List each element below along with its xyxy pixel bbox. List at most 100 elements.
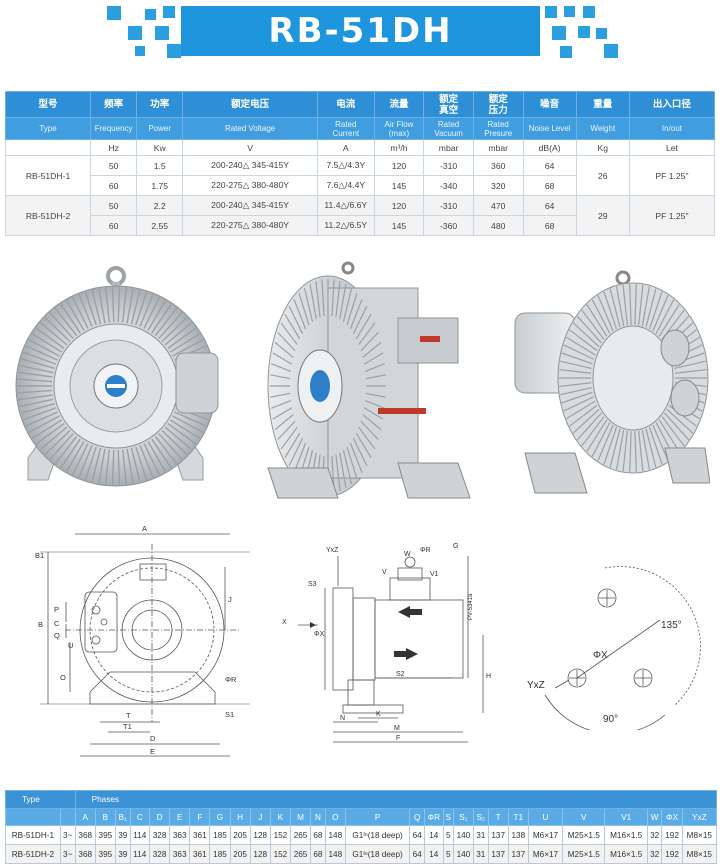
dim-label-yxz: YxZ	[326, 547, 339, 554]
dims-col-header: D	[148, 808, 171, 826]
dims-value-cell: 395	[94, 844, 116, 864]
title-banner: RB-51DH	[0, 0, 720, 80]
spec-cell-voltage: 220-275△ 380-480Y	[182, 175, 318, 196]
spec-cell-vacuum: -310	[423, 195, 474, 216]
dim-label-f: F	[396, 735, 400, 742]
dim-label-u: U	[68, 641, 73, 650]
dims-value-cell: 68	[310, 825, 326, 845]
spec-cell-voltage: 220-275△ 380-480Y	[182, 215, 318, 236]
dim-label-b1: B1	[35, 551, 44, 560]
dims-type-cell: RB-51DH-2	[5, 844, 61, 864]
dims-col-header: O	[324, 808, 346, 826]
dims-value-cell: 39	[114, 844, 131, 864]
dim-label-t1: T1	[123, 722, 132, 731]
dim-label-v1: V1	[430, 571, 439, 578]
dims-value-cell: 328	[148, 825, 171, 845]
dims-value-cell: M25×1.5	[562, 825, 606, 845]
dim-label-p: P	[54, 605, 59, 614]
dims-phases-cell: 3~	[59, 825, 76, 845]
spec-header-cn-0: 型号	[4, 91, 92, 118]
spec-header-en-2: Power	[136, 117, 184, 140]
unit-cell-8: dB(A)	[522, 139, 577, 156]
dims-value-cell: 128	[249, 844, 271, 864]
decor-pixel	[583, 6, 595, 18]
dim-label-s3: S3	[308, 581, 317, 588]
dims-type-header: Type	[5, 790, 76, 809]
spec-cell-power: 1.75	[136, 175, 184, 196]
dims-value-cell: G1ᴵⁿ(18 deep)	[344, 844, 411, 864]
dim-label-r: ΦR	[225, 675, 237, 684]
spec-header-cn-3: 额定电压	[182, 91, 318, 118]
dims-value-cell: 137	[487, 844, 509, 864]
dims-type-cell: RB-51DH-1	[5, 825, 61, 845]
spec-cell-noise: 68	[522, 215, 577, 236]
spec-cell-vacuum: -360	[423, 215, 474, 236]
dims-value-cell: M8×15	[681, 825, 718, 845]
dims-value-cell: 148	[324, 844, 346, 864]
spec-cell-power: 1.5	[136, 155, 184, 176]
dims-value-cell: 148	[324, 825, 346, 845]
dims-value-cell: 140	[452, 844, 474, 864]
unit-cell-1: Hz	[90, 139, 138, 156]
dims-value-cell: 368	[74, 825, 96, 845]
decor-pixel	[163, 6, 175, 18]
spec-cell-flow: 120	[373, 155, 425, 176]
dim-label-o: O	[60, 673, 66, 682]
dims-value-cell: 39	[114, 825, 131, 845]
dims-header-top: Type Phases	[5, 790, 718, 809]
spec-cell-pressure: 320	[472, 175, 524, 196]
spec-cell-flow: 145	[373, 175, 425, 196]
dims-col-header: V1	[604, 808, 648, 826]
front-view-drawing: A B1 B J P C Q U O T T1 D E ΦR S1	[35, 524, 250, 757]
dim-label-x: X	[282, 619, 287, 626]
blower-back-photo	[514, 270, 710, 494]
spec-cell-current: 7.5△/4.3Y	[316, 155, 375, 176]
dims-col-header: C	[129, 808, 150, 826]
dims-value-cell: 138	[507, 825, 529, 845]
dims-col-header: N	[310, 808, 326, 826]
dims-col-header: ΦX	[661, 808, 683, 826]
dims-value-cell: 14	[423, 825, 444, 845]
spec-cell-freq: 50	[90, 155, 138, 176]
dim-label-a: A	[142, 524, 147, 533]
decor-pixel	[167, 44, 181, 58]
dims-value-cell: M6×17	[527, 844, 564, 864]
dims-value-cell: 265	[289, 825, 312, 845]
dim-label-g: G	[453, 543, 458, 550]
unit-cell-0	[4, 139, 92, 156]
dims-value-cell: 192	[661, 844, 683, 864]
decor-pixel	[564, 6, 575, 17]
model-inout-cell: PF 1.25"	[628, 195, 716, 236]
spec-cell-voltage: 200-240△ 345-415Y	[182, 195, 318, 216]
dim-label-w: W	[404, 551, 411, 558]
model-code: PV-5341a	[468, 593, 474, 620]
spec-header-cn-2: 功率	[136, 91, 184, 118]
spec-header-en-10: In/out	[628, 117, 716, 140]
dims-col-header: Q	[409, 808, 425, 826]
dims-value-cell: 363	[169, 844, 191, 864]
dims-value-cell: 64	[409, 825, 425, 845]
dims-col-header: V	[562, 808, 606, 826]
spec-cell-freq: 60	[90, 175, 138, 196]
dims-col-header: B	[94, 808, 116, 826]
spec-cell-current: 7.6△/4.4Y	[316, 175, 375, 196]
spec-cell-flow: 145	[373, 215, 425, 236]
dim-label-c: C	[54, 619, 60, 628]
dims-value-cell: M16×1.5	[604, 844, 648, 864]
dims-value-cell: 185	[209, 844, 231, 864]
dims-value-cell: 64	[409, 844, 425, 864]
spec-cell-current: 11.2△/6.5Y	[316, 215, 375, 236]
dims-value-cell: 152	[269, 825, 291, 845]
dims-value-cell: 361	[189, 844, 211, 864]
dims-value-cell: 185	[209, 825, 231, 845]
unit-cell-4: A	[316, 139, 375, 156]
dims-value-cell: 192	[661, 825, 683, 845]
spec-cell-pressure: 360	[472, 155, 524, 176]
spec-header-en-0: Type	[4, 117, 92, 140]
dims-phases-cell: 3~	[59, 844, 76, 864]
dims-value-cell: 5	[442, 844, 454, 864]
